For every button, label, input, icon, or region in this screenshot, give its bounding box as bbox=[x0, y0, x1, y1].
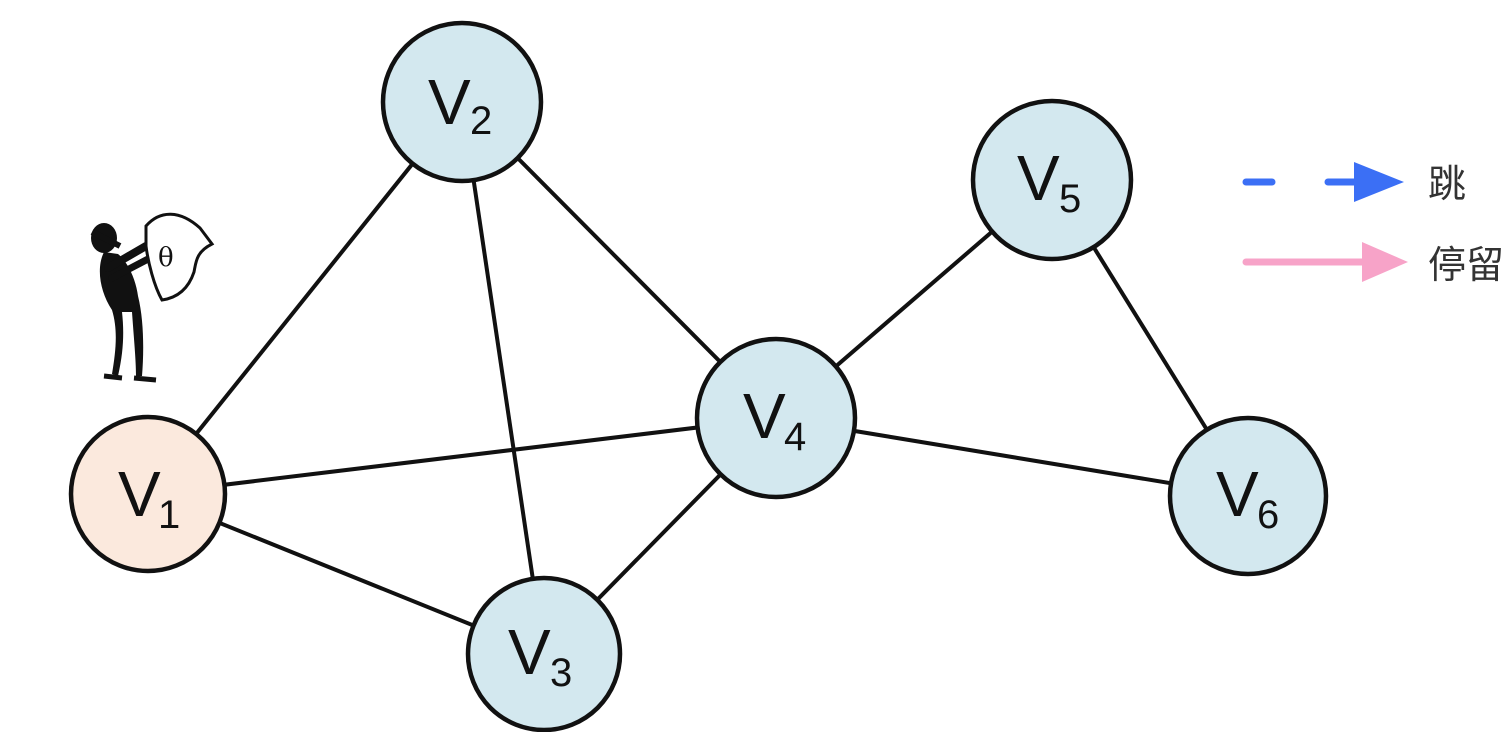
legend-label-stay: 停留 bbox=[1428, 243, 1501, 287]
node-v1-subscript: 1 bbox=[158, 493, 180, 537]
node-v4-circle bbox=[694, 336, 858, 500]
node-v5: V 5 bbox=[970, 98, 1134, 262]
walker-right-foot bbox=[133, 375, 157, 383]
node-v6: V 6 bbox=[1167, 415, 1329, 577]
node-v5-subscript: 5 bbox=[1059, 177, 1081, 221]
legend-item-stay: 停留 bbox=[1242, 242, 1501, 287]
node-v3: V 3 bbox=[465, 575, 623, 732]
node-v3-letter: V bbox=[508, 616, 551, 688]
edge-v1-v4 bbox=[147, 416, 777, 496]
node-v6-circle bbox=[1167, 415, 1329, 577]
edge-v1-v2 bbox=[146, 100, 464, 496]
node-v6-letter: V bbox=[1216, 458, 1259, 530]
node-v2-subscript: 2 bbox=[470, 99, 492, 143]
nodes-layer: V 1 V 2 V 3 V 4 V 5 V 6 bbox=[68, 20, 1329, 732]
legend-item-jump: 跳 bbox=[1242, 162, 1466, 206]
map-symbol: θ bbox=[158, 243, 174, 273]
solid-arrow-icon bbox=[1242, 242, 1408, 282]
node-v2-circle bbox=[380, 20, 544, 184]
node-v5-letter: V bbox=[1017, 142, 1060, 214]
legend-label-jump: 跳 bbox=[1428, 162, 1466, 206]
node-v1-letter: V bbox=[118, 458, 161, 530]
walker-left-foot bbox=[103, 373, 123, 381]
node-v1-circle bbox=[68, 414, 228, 574]
node-v3-subscript: 3 bbox=[550, 651, 572, 695]
node-v5-circle bbox=[970, 98, 1134, 262]
node-v1: V 1 bbox=[68, 414, 228, 574]
legend: 跳 停留 bbox=[1242, 162, 1501, 287]
node-v4-letter: V bbox=[743, 380, 786, 452]
walker-body bbox=[99, 252, 144, 376]
node-v2: V 2 bbox=[380, 20, 544, 184]
walker-cap bbox=[90, 229, 122, 249]
edge-v2-v3 bbox=[460, 101, 546, 655]
walker-left-arm bbox=[104, 242, 150, 272]
map-sheet bbox=[144, 212, 215, 302]
node-v3-circle bbox=[465, 575, 623, 732]
node-v6-subscript: 6 bbox=[1257, 493, 1279, 537]
node-v2-letter: V bbox=[428, 66, 471, 138]
dashed-arrow-icon bbox=[1242, 162, 1404, 202]
node-v4-subscript: 4 bbox=[784, 415, 806, 459]
person-holding-map-icon: θ bbox=[90, 212, 215, 383]
node-v4: V 4 bbox=[694, 336, 858, 500]
